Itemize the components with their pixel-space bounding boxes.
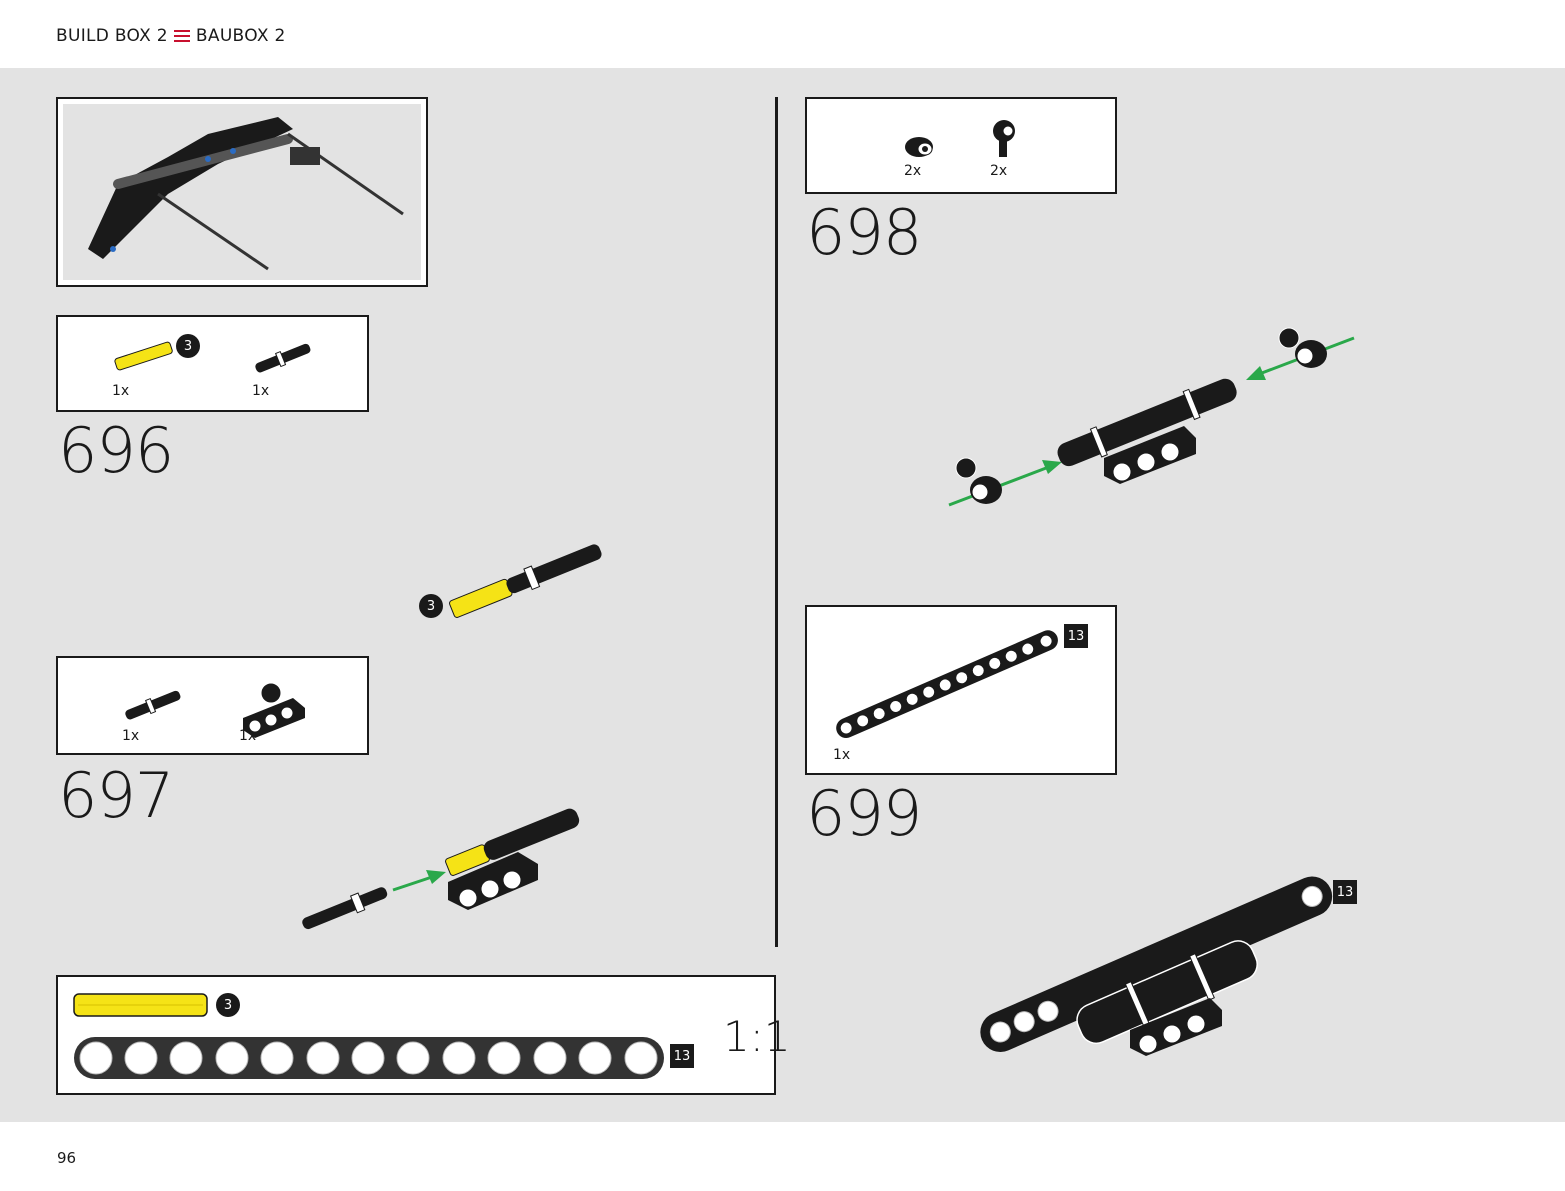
parts-box-698: 2x 2x: [805, 97, 1117, 194]
header-title: BUILD BOX 2 BAUBOX 2: [56, 26, 286, 46]
part-qty: 1x: [112, 383, 130, 399]
step-number-698: 698: [806, 196, 922, 269]
axle-length-badge: 3: [216, 993, 240, 1017]
part-qty: 2x: [990, 163, 1008, 179]
parts-box-699: 13 1x: [805, 605, 1117, 775]
page-header: BUILD BOX 2 BAUBOX 2: [0, 0, 1565, 68]
callout-beam-badge: 13: [1333, 880, 1357, 904]
part-qty: 1x: [833, 747, 851, 763]
parts-box-697: 1x 1x: [56, 656, 369, 755]
submodel-image: [88, 117, 404, 271]
reference-parts: [73, 993, 664, 1079]
step-698-assembly: [948, 327, 1355, 507]
callout-badge: 3: [419, 594, 443, 618]
parts-images-699: [836, 630, 1058, 739]
step-number-697: 697: [58, 759, 174, 832]
column-divider: [775, 97, 778, 947]
submodel-preview: [56, 97, 428, 287]
step-number-699: 699: [806, 777, 922, 850]
step-697-assembly: [302, 808, 580, 930]
parts-images-696: [114, 341, 311, 373]
page-number: 96: [57, 1149, 77, 1167]
page-footer: [0, 1122, 1565, 1191]
header-title-en: BUILD BOX 2: [56, 26, 168, 46]
part-count-badge: 3: [176, 334, 200, 358]
step-696-assembly: [449, 544, 602, 618]
scale-label: 1:1: [723, 1012, 791, 1061]
part-qty: 1x: [239, 728, 257, 744]
header-title-de: BAUBOX 2: [195, 26, 286, 46]
part-qty: 1x: [252, 383, 270, 399]
parts-images-697: [125, 682, 305, 738]
step-699-assembly: [980, 876, 1333, 1056]
parts-box-696: 3 1x 1x: [56, 315, 369, 412]
part-qty: 1x: [122, 728, 140, 744]
beam-length-badge: 13: [1064, 624, 1088, 648]
beam-reference: [74, 1037, 664, 1079]
step-number-696: 696: [58, 414, 174, 487]
reference-scale-box: 3 13 1:1: [56, 975, 791, 1095]
flag-icon: [173, 30, 190, 42]
beam-length-badge: 13: [670, 1044, 694, 1068]
parts-images-698: [905, 120, 1015, 157]
part-qty: 2x: [904, 163, 922, 179]
